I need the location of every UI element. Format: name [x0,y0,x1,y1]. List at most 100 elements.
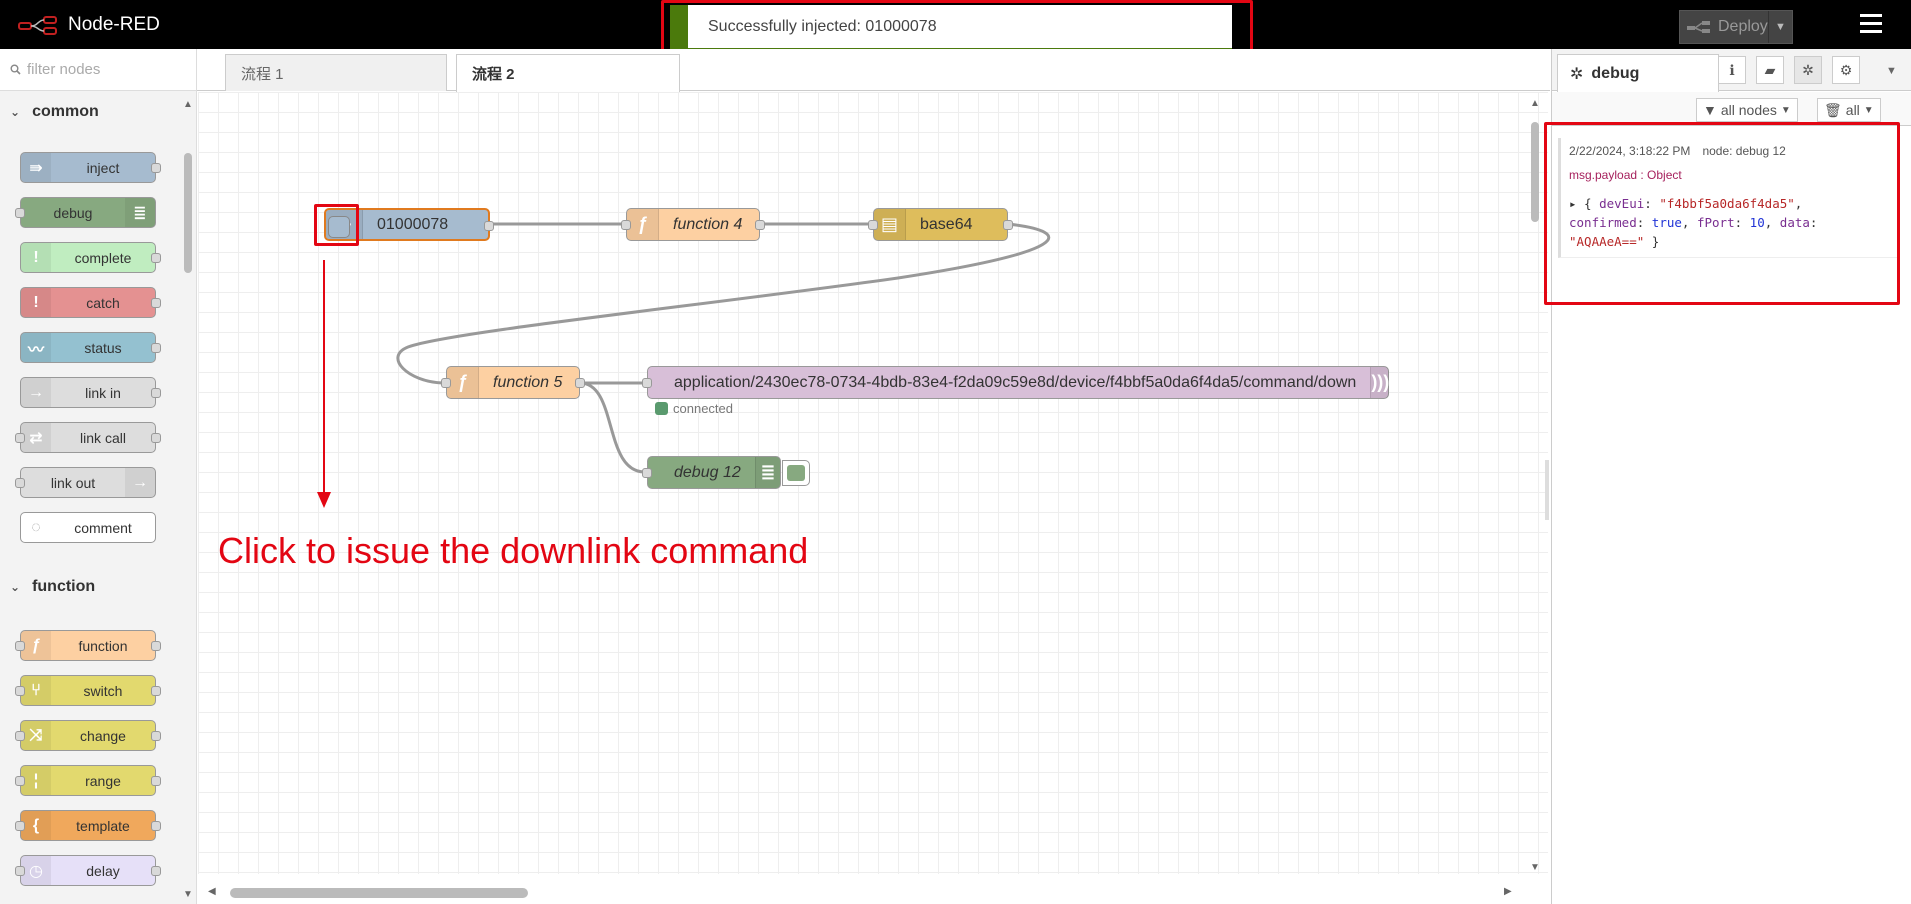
palette-node-template[interactable]: { template [15,810,161,841]
flow-node-function-4[interactable]: ƒ function 4 [621,208,765,241]
scroll-left-arrow-icon[interactable]: ◀ [208,886,216,897]
debug-toggle-button[interactable] [782,460,810,486]
palette-node-status[interactable]: 〰 status [20,332,161,363]
output-port[interactable] [755,220,765,230]
debug-message-meta: 2/22/2024, 3:18:22 PM node: debug 12 [1569,144,1892,158]
broadcast-icon: ))) [1370,367,1390,398]
input-port [15,821,25,831]
scrollbar-thumb[interactable] [1531,122,1539,222]
scroll-down-arrow-icon[interactable]: ▼ [183,889,193,900]
output-port[interactable] [1003,220,1013,230]
scroll-up-arrow-icon[interactable]: ▲ [1530,98,1540,109]
function-f-icon: ƒ [447,367,479,398]
annotation-arrowhead [317,492,331,508]
palette-node-link-out[interactable]: link out → [15,467,156,498]
palette-node-change[interactable]: ⤨ change [15,720,161,751]
sidebar-menu-caret-icon[interactable]: ▼ [1886,65,1897,77]
help-tab-button[interactable]: ▰ [1756,56,1784,84]
timer-icon: ◷ [21,856,51,885]
workspace-vertical-scrollbar[interactable]: ▲ ▼ [1526,92,1544,874]
output-port [151,821,161,831]
bug-icon: ✲ [1802,61,1814,78]
palette-node-catch[interactable]: ! catch [20,287,161,318]
output-port [151,163,161,173]
app-title: Node-RED [68,14,160,35]
exclamation-icon: ! [21,288,51,317]
palette-node-link-call[interactable]: ⇄ link call [15,422,161,453]
palette-node-comment[interactable]: ◌ comment [20,512,156,543]
flow-node-base64[interactable]: ▤ base64 [868,208,1013,241]
output-port [151,731,161,741]
palette-node-inject[interactable]: ⇛ inject [20,152,161,183]
output-port[interactable] [484,221,494,231]
input-port [15,866,25,876]
scroll-right-arrow-icon[interactable]: ▶ [1504,886,1512,897]
scrollbar-thumb[interactable] [230,888,528,898]
chevron-down-icon: ⌄ [10,105,21,119]
input-port[interactable] [441,378,451,388]
tab-flow-1[interactable]: 流程 1 [225,54,447,91]
flow-node-debug-12[interactable]: debug 12 ≣ [642,456,781,489]
wire-function5-to-debug12 [579,381,646,474]
inject-button-highlight-box [314,204,359,246]
input-port[interactable] [868,220,878,230]
inject-trigger-button[interactable] [328,216,350,238]
palette-node-debug[interactable]: debug ≣ [15,197,156,228]
search-input[interactable]: filter nodes [27,61,101,78]
output-port [151,343,161,353]
debug-node-name[interactable]: node: debug 12 [1702,144,1786,158]
search-icon [10,64,21,75]
annotation-text: Click to issue the downlink command [218,530,809,571]
link-in-icon: → [21,378,51,407]
hamburger-menu-icon[interactable] [1860,14,1882,36]
debug-tab-button[interactable]: ✲ [1794,56,1822,84]
palette-node-range[interactable]: ¦ range [15,765,161,796]
output-port [151,298,161,308]
debug-topic: msg.payload : Object [1569,168,1682,182]
tab-flow-2[interactable]: 流程 2 [456,54,680,92]
input-port[interactable] [642,378,652,388]
palette-node-switch[interactable]: ⑂ switch [15,675,161,706]
scrollbar-thumb[interactable] [184,153,192,273]
input-port[interactable] [621,220,631,230]
filter-nodes-dropdown[interactable]: ▼ all nodes ▼ [1696,98,1798,122]
trash-icon: 🗑 [1824,101,1842,118]
workspace-horizontal-scrollbar[interactable]: ◀ ▶ [198,874,1548,904]
deploy-caret-icon[interactable]: ▼ [1768,11,1792,43]
palette-node-delay[interactable]: ◷ delay [15,855,161,886]
sidebar-tabs: ✲ debug ℹ ▰ ✲ ⚙ ▼ [1552,49,1911,92]
palette-node-function[interactable]: ƒ function [15,630,161,661]
output-port [151,433,161,443]
palette-node-complete[interactable]: ! complete [20,242,161,273]
flow-workspace[interactable]: ⇛ 01000078 ƒ function 4 ▤ base64 ƒ funct… [198,92,1548,874]
flow-node-function-5[interactable]: ƒ function 5 [441,366,585,399]
palette-node-link-in[interactable]: → link in [20,377,161,408]
config-tab-button[interactable]: ⚙ [1832,56,1860,84]
debug-message[interactable]: 2/22/2024, 3:18:22 PM node: debug 12 msg… [1558,138,1898,258]
flow-node-mqtt-out[interactable]: application/2430ec78-0734-4bdb-83e4-f2da… [642,366,1390,399]
scroll-down-arrow-icon[interactable]: ▼ [1530,862,1540,873]
clear-messages-button[interactable]: 🗑 all ▼ [1817,98,1881,122]
output-port[interactable] [575,378,585,388]
input-port[interactable] [642,468,652,478]
input-port [15,641,25,651]
brace-icon: { [21,811,51,840]
output-port [151,253,161,263]
output-port [151,776,161,786]
palette-category-function[interactable]: ⌄ function [0,566,180,608]
app-logo: Node-RED [18,14,160,36]
palette-category-common[interactable]: ⌄ common [0,91,180,133]
sidebar-tab-debug[interactable]: ✲ debug [1557,54,1719,92]
scroll-up-arrow-icon[interactable]: ▲ [183,99,193,110]
deploy-button[interactable]: Deploy ▼ [1679,10,1793,44]
sidebar-resize-handle[interactable] [1545,460,1549,520]
mqtt-status: connected [655,401,733,416]
debug-payload[interactable]: ▸ { devEui: "f4bbf5a0da6f4da5", confirme… [1569,194,1892,251]
switch-icon: ⑂ [21,676,51,705]
palette-search[interactable]: filter nodes [0,49,196,91]
expand-caret-icon[interactable]: ▸ [1569,196,1577,211]
info-tab-button[interactable]: ℹ [1718,56,1746,84]
debug-message-highlight-box [1544,122,1900,305]
palette-scrollbar[interactable]: ▲ ▼ [182,99,194,903]
input-port [15,776,25,786]
